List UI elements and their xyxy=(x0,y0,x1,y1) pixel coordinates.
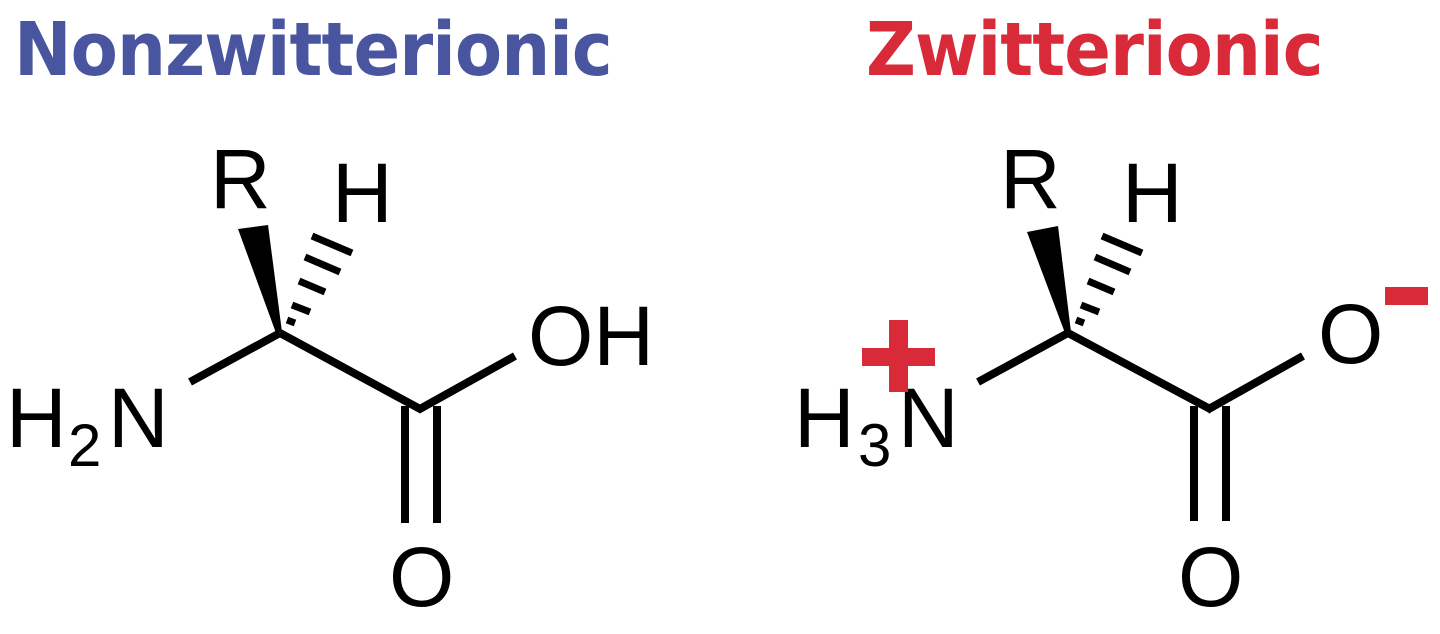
bond-c-n xyxy=(188,329,282,386)
atom-h: H xyxy=(332,146,393,240)
negative-charge-icon xyxy=(1385,287,1428,305)
zwitterionic-title: Zwitterionic xyxy=(866,7,1324,93)
hashed-bond-h xyxy=(285,232,354,327)
atom-amine-n: N xyxy=(898,371,959,465)
wedge-bond-r xyxy=(238,225,282,333)
amine-subscript: 2 xyxy=(68,412,101,479)
atom-hydroxyl: OH xyxy=(528,289,654,383)
atom-amine-h: H xyxy=(6,371,67,465)
nonzwitterionic-title: Nonzwitterionic xyxy=(14,7,613,93)
bond-c-c xyxy=(1066,329,1214,414)
amine-subscript: 3 xyxy=(858,412,891,479)
atom-carbonyl-o: O xyxy=(389,530,454,624)
atom-h: H xyxy=(1122,146,1183,240)
bond-c-n xyxy=(976,329,1070,386)
atom-r: R xyxy=(1000,132,1061,226)
bond-c-oh xyxy=(416,352,517,414)
atom-amine-h: H xyxy=(794,371,855,465)
bond-c-o-minus xyxy=(1205,352,1305,414)
nonzwitterionic-structure: R H H 2 N OH O xyxy=(6,132,654,624)
bond-c-c xyxy=(278,329,424,414)
atom-amine-n: N xyxy=(108,371,169,465)
positive-charge-icon xyxy=(862,320,935,392)
atom-carboxylate-o: O xyxy=(1318,287,1383,381)
atom-r: R xyxy=(210,132,271,226)
wedge-bond-r xyxy=(1027,226,1071,333)
zwitterionic-structure: R H H 3 N O O xyxy=(794,132,1428,624)
hashed-bond-h xyxy=(1074,232,1144,327)
atom-carbonyl-o: O xyxy=(1178,530,1243,624)
